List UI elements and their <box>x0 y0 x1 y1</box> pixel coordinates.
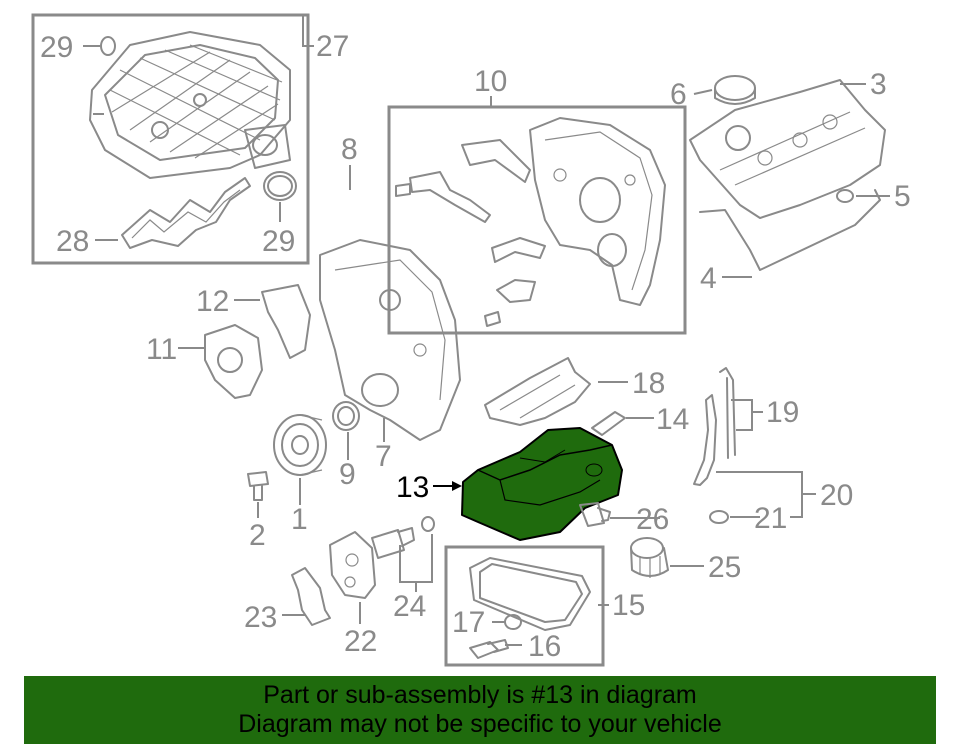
callout-3: 3 <box>870 68 887 101</box>
callout-14: 14 <box>656 403 689 436</box>
callout-25: 25 <box>708 551 741 584</box>
info-banner: Part or sub-assembly is #13 in diagram D… <box>24 676 936 744</box>
timing-cover-group-box <box>387 105 687 335</box>
upper-oil-pan-part <box>461 427 623 541</box>
callout-9: 9 <box>339 458 356 491</box>
callout-11: 11 <box>146 333 177 366</box>
callout-10: 10 <box>474 65 507 98</box>
gasket-12-part <box>261 284 311 359</box>
callout-21: 21 <box>754 502 787 535</box>
front-seal-part <box>332 401 360 431</box>
callout-19: 19 <box>766 396 799 429</box>
washer-24-part <box>421 516 435 532</box>
lower-oil-pan-part <box>469 557 591 631</box>
crank-pulley-part <box>273 414 327 476</box>
valve-cover-part <box>689 79 886 219</box>
callout-labels: 29 27 28 29 10 8 6 3 5 4 12 11 18 14 19 … <box>40 30 911 663</box>
spark-plug-seal-part <box>836 189 854 203</box>
callout-5: 5 <box>894 180 911 213</box>
drain-plug-part <box>469 639 509 659</box>
callout-20: 20 <box>820 479 853 512</box>
callout-26: 26 <box>636 503 669 536</box>
callout-7: 7 <box>375 440 392 473</box>
leader-lines <box>83 15 890 646</box>
callout-2: 2 <box>249 519 266 552</box>
pulley-bolt-part <box>247 471 269 501</box>
bracket-14-part <box>591 411 626 436</box>
gasket-ring-part <box>263 171 297 201</box>
water-pump-part <box>204 324 263 399</box>
pressure-switch-part <box>579 502 611 527</box>
callout-18: 18 <box>632 367 665 400</box>
callout-8: 8 <box>341 133 358 166</box>
oil-cooler-part <box>329 531 376 599</box>
banner-line-2: Diagram may not be specific to your vehi… <box>238 710 722 738</box>
banner-line-1: Part or sub-assembly is #13 in diagram <box>263 681 697 709</box>
callout-17: 17 <box>452 606 485 639</box>
dipstick-tube-part <box>693 394 717 486</box>
callout-15: 15 <box>612 589 645 622</box>
front-cover-part <box>529 117 666 306</box>
o-ring-part <box>100 36 116 56</box>
callout-29-bottom: 29 <box>262 225 295 258</box>
callout-27: 27 <box>316 30 349 63</box>
intake-manifold-part <box>89 31 291 179</box>
callout-4: 4 <box>700 262 717 295</box>
intake-manifold-group-box <box>31 13 310 265</box>
callout-6: 6 <box>670 78 687 111</box>
valve-cover-gasket-part <box>699 189 881 271</box>
oil-filler-cap-part <box>714 75 756 105</box>
callout-13-highlighted: 13 <box>396 471 429 504</box>
oil-filter-part <box>630 537 669 578</box>
callout-22: 22 <box>344 625 377 658</box>
timing-chain-guides-part <box>395 139 546 327</box>
engine-front-cover-part <box>319 239 461 441</box>
callout-12: 12 <box>196 285 229 318</box>
callout-16: 16 <box>528 630 561 663</box>
oil-strainer-part <box>291 567 331 626</box>
callout-23: 23 <box>244 601 277 634</box>
callout-24: 24 <box>393 590 426 623</box>
baffle-plate-part <box>484 357 591 426</box>
callout-29-top: 29 <box>40 31 73 64</box>
tube-o-ring-part <box>709 510 729 524</box>
intake-gasket-part <box>121 177 251 249</box>
oil-level-gauge-part <box>719 367 736 459</box>
callout-28: 28 <box>56 225 89 258</box>
connector-bolt-part <box>371 527 415 559</box>
callout-1: 1 <box>291 503 308 536</box>
